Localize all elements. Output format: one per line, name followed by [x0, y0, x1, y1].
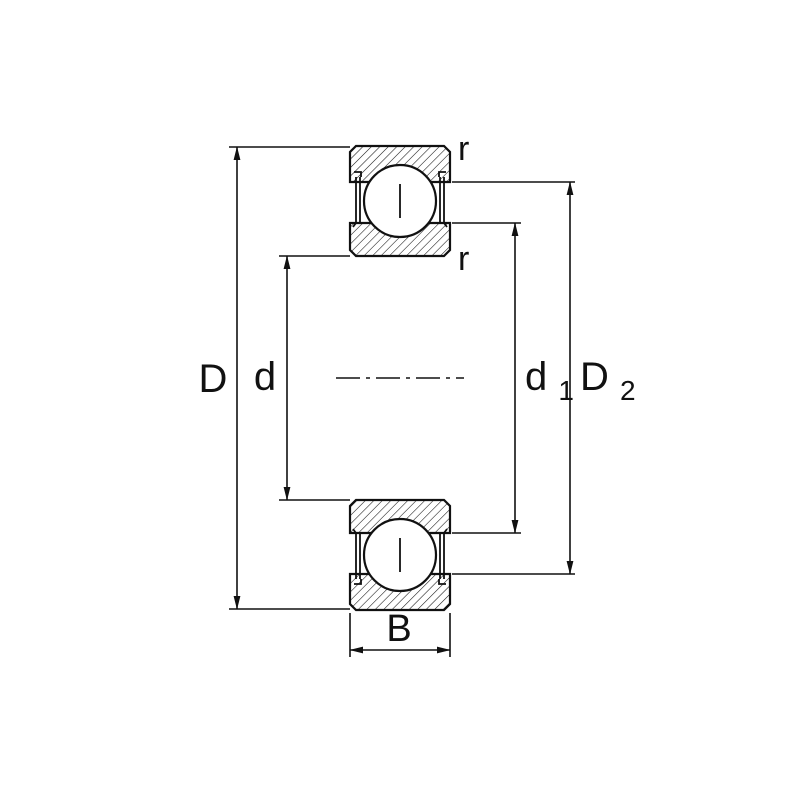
- dimension-D: [229, 146, 350, 610]
- dimension-d1-label-sub: 1: [558, 375, 574, 406]
- dimension-d1: [452, 222, 521, 534]
- dimension-D2-label-main: D: [580, 355, 609, 399]
- shield-left-top: [352, 171, 362, 228]
- dimension-d1-label: d 1: [525, 355, 574, 406]
- dimension-D2-label: D 2: [580, 355, 636, 406]
- shield-right-bottom: [438, 528, 448, 585]
- inner-ring-bottom: [348, 498, 452, 535]
- shield-left-bottom: [352, 528, 362, 585]
- chamfer-r-inner-label: r: [458, 240, 469, 278]
- dimension-D-label: D: [199, 357, 228, 401]
- dimension-D2: [452, 181, 575, 575]
- dimension-d-label: d: [254, 355, 276, 399]
- shield-right-top: [438, 171, 448, 228]
- inner-ring-top: [348, 221, 452, 258]
- dimension-d1-label-main: d: [525, 355, 547, 399]
- dimension-B: [349, 613, 451, 657]
- dimension-d: [279, 255, 350, 501]
- chamfer-r-outer-label: r: [458, 130, 469, 168]
- dimension-D2-label-sub: 2: [620, 375, 636, 406]
- dimension-B-label: B: [386, 608, 411, 650]
